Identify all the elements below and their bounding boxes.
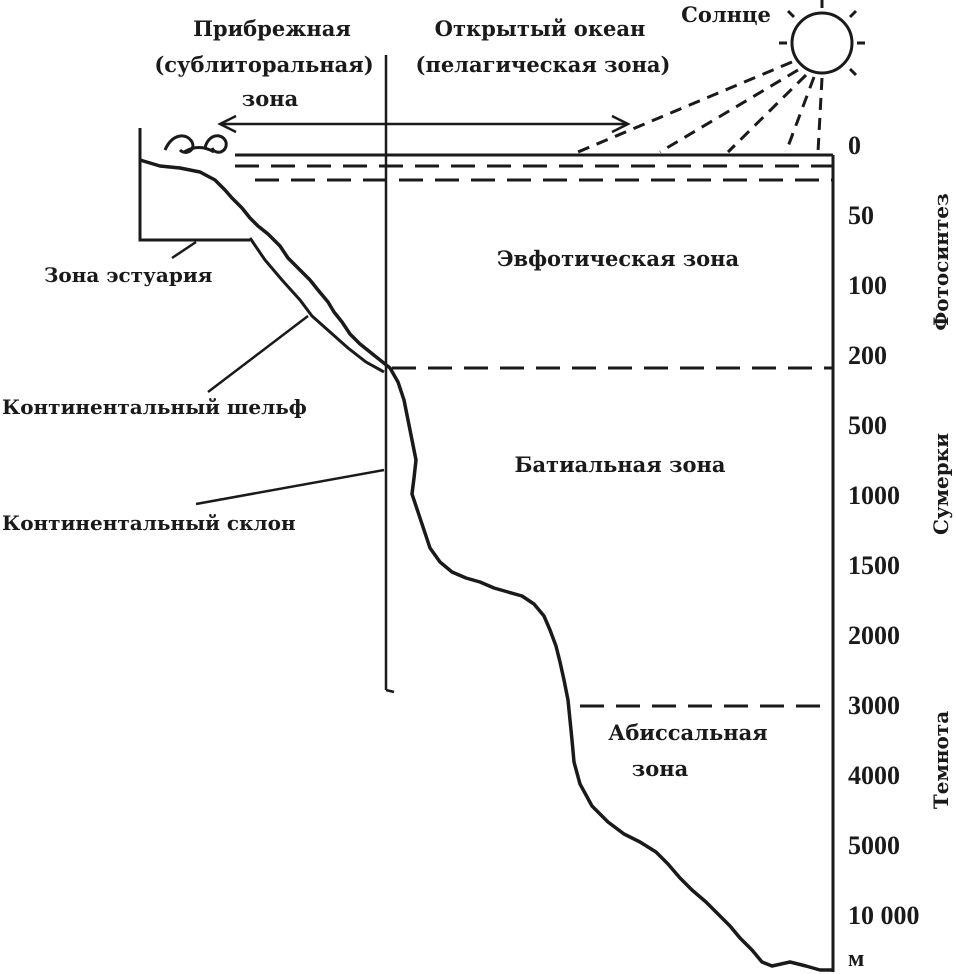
abyssal-zone-label-2: зона: [632, 756, 689, 781]
depth-tick: 50: [848, 201, 874, 230]
seafloor-profile: [139, 158, 833, 972]
sun-rays: [577, 60, 824, 154]
photosynthesis-label: Фотосинтез: [929, 193, 953, 331]
estuary-zone-label: Зона эстуария: [44, 263, 213, 287]
open-ocean-label-2: (пелагическая зона): [416, 52, 671, 77]
depth-tick: 0: [848, 131, 861, 160]
open-ocean-label-1: Открытый океан: [435, 16, 646, 41]
leader-lines: [171, 240, 385, 506]
depth-scale: 0 50 100 200 500 1000 1500 2000 3000 400…: [848, 131, 920, 972]
bathyal-zone-label: Батиальная зона: [515, 452, 726, 477]
sun-icon: [779, 0, 865, 77]
depth-tick: 2000: [848, 621, 900, 650]
continental-slope-label: Континентальный склон: [2, 511, 296, 535]
coastal-zone-label-2: (сублиторальная): [154, 52, 373, 77]
coastal-zone-label-1: Прибрежная: [193, 16, 351, 41]
depth-tick: 1000: [848, 481, 900, 510]
zone-extent-arrow: [217, 114, 631, 134]
depth-tick: 4000: [848, 761, 900, 790]
depth-tick: 1500: [848, 551, 900, 580]
depth-tick: 200: [848, 341, 887, 370]
sun-label: Солнце: [681, 2, 771, 27]
depth-tick: 500: [848, 411, 887, 440]
coastal-zone-label-3: зона: [242, 86, 299, 111]
depth-tick: 5000: [848, 831, 900, 860]
zone-boundaries: [235, 164, 833, 708]
depth-tick: 100: [848, 271, 887, 300]
twilight-label: Сумерки: [929, 433, 953, 535]
euphotic-zone-label: Эвфотическая зона: [497, 246, 740, 271]
depth-tick: 3000: [848, 691, 900, 720]
darkness-label: Темнота: [929, 711, 953, 809]
depth-unit: м: [848, 946, 864, 972]
shoreline-detail: [138, 128, 385, 374]
coastal-boundary-foot: [385, 688, 395, 694]
continental-shelf-label: Континентальный шельф: [2, 395, 307, 419]
abyssal-zone-label-1: Абиссальная: [608, 720, 767, 745]
ocean-surface: [235, 153, 835, 972]
depth-tick: 10 000: [848, 901, 920, 930]
